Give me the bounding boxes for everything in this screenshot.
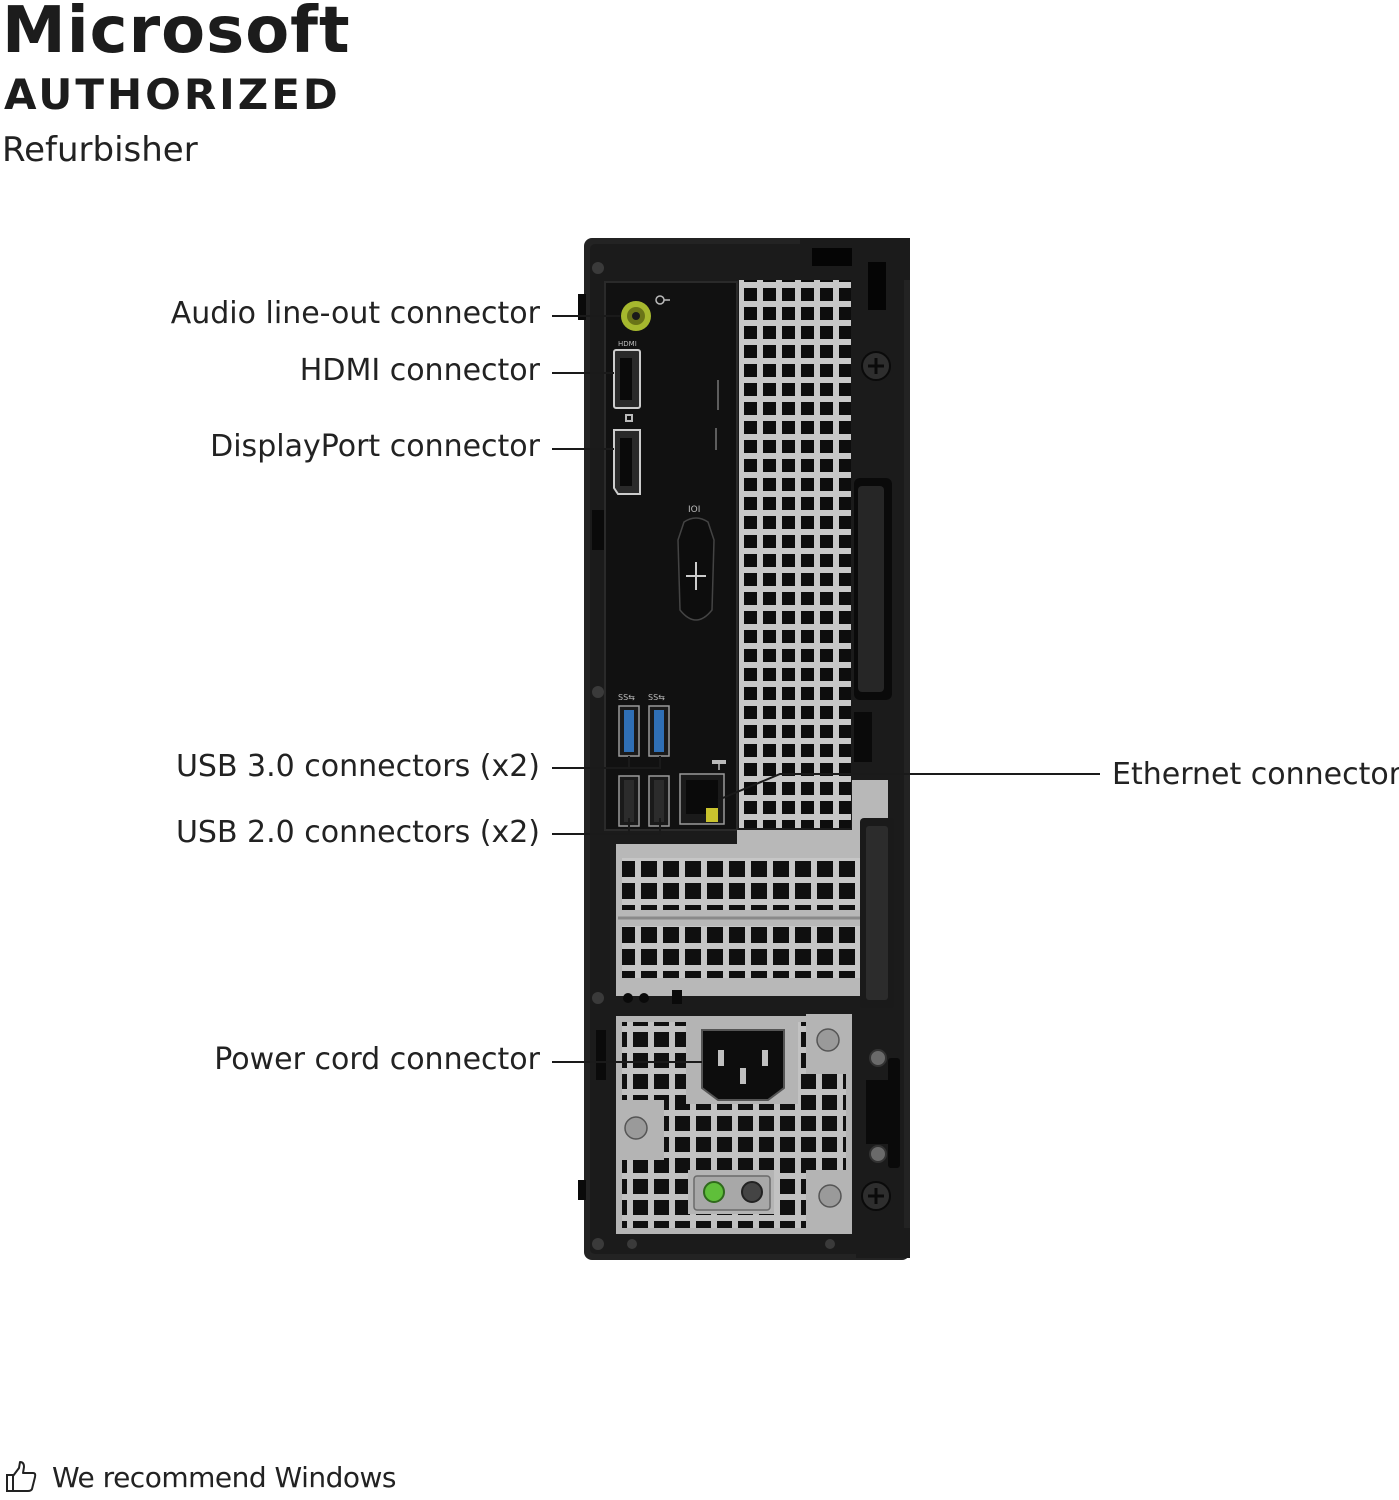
callout-displayport: DisplayPort connector	[210, 429, 540, 464]
vent-grille	[739, 280, 851, 828]
brand-title: Microsoft	[2, 0, 351, 68]
audio-jack	[621, 301, 651, 331]
padlock-slot	[812, 248, 852, 266]
callout-power-cord: Power cord connector	[214, 1042, 540, 1077]
usb3-ports: SS⇆ SS⇆	[618, 693, 670, 757]
callout-usb3: USB 3.0 connectors (x2)	[175, 749, 540, 784]
serial-port-label: IOI	[688, 505, 700, 515]
network-icon	[712, 760, 726, 770]
callout-audio-line-out: Audio line-out connector	[170, 296, 540, 331]
thumbscrew-bottom	[861, 1181, 891, 1211]
leader-usb2	[552, 818, 661, 835]
thumbs-up-icon	[6, 1461, 37, 1492]
usb2-ports	[618, 775, 670, 827]
psu-diagnostic-led	[693, 1175, 771, 1211]
serial-port-knockout	[677, 517, 715, 621]
leader-lines	[552, 315, 1100, 1063]
thumbscrew-top	[861, 351, 891, 381]
hdmi-port	[613, 349, 641, 409]
callout-usb2: USB 2.0 connectors (x2)	[175, 815, 540, 850]
brand-tagline: Refurbisher	[2, 130, 198, 170]
ethernet-port	[679, 773, 725, 825]
svg-text:SS⇆: SS⇆	[618, 693, 635, 702]
callout-hdmi: HDMI connector	[299, 353, 540, 388]
footer: We recommend Windows	[4, 1460, 397, 1494]
headphone-out-icon	[655, 295, 670, 305]
leader-ethernet	[717, 773, 1100, 801]
expansion-slots	[616, 844, 864, 996]
footer-text: We recommend Windows	[52, 1460, 397, 1494]
displayport-port	[613, 429, 641, 495]
leader-usb3	[552, 756, 661, 769]
hdmi-port-label: HDMI	[618, 340, 637, 348]
brand-subtitle: AUTHORIZED	[4, 70, 341, 119]
psu-screws	[624, 1028, 842, 1208]
displayport-icon	[625, 414, 633, 422]
callout-ethernet: Ethernet connector	[1112, 757, 1399, 792]
power-cord-socket	[701, 1029, 785, 1101]
svg-text:SS⇆: SS⇆	[648, 693, 665, 702]
